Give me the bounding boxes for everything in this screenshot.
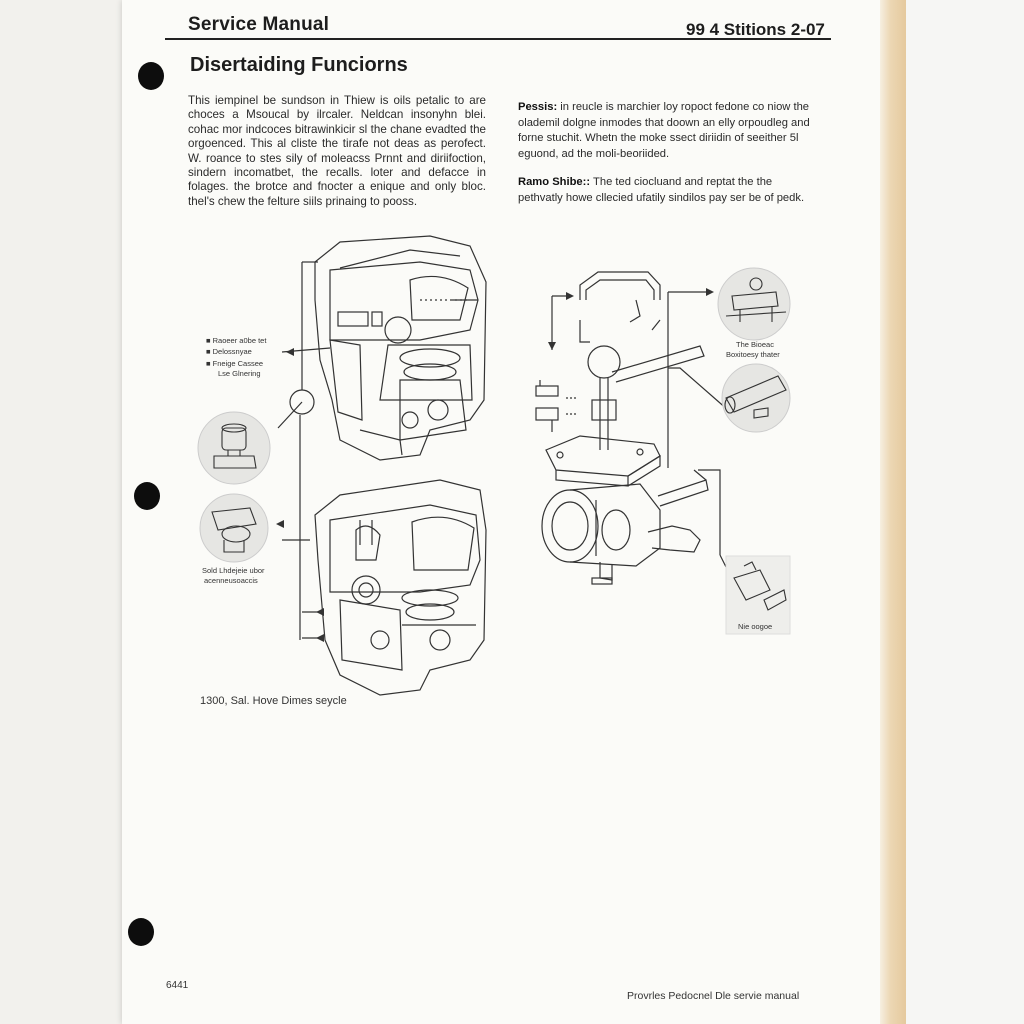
callout-label: The Bioeac [736,340,774,349]
header-section-number: 99 4 Stitions 2-07 [686,20,825,39]
detail-label: Sold Lhdejeie ubor [202,566,265,575]
page-stack-edge [880,0,906,1024]
footer-publisher: Provrles Pedocnel Dle servie manual [627,990,800,1002]
paragraph-pessis: Pessis: in reucle is marchier loy ropoct… [518,100,810,162]
paragraph-text: The ted ciocluand and reptat the the pet… [518,176,805,204]
body-text-right: Pessis: in reucle is marchier loy ropoct… [518,100,810,220]
legend-item: ■ Delossnyae [206,347,252,356]
detail-label: acenneusoaccis [204,576,258,585]
legend-item: ■ Fneige Cassee [206,359,264,368]
legend-item: ■ Raoeer a0be tet [206,336,267,345]
paragraph-label: Pessis: [518,101,558,113]
body-text-left: This iempinel be sundson in Thiew is oil… [188,94,486,208]
legend-label: Lse Glnering [218,369,261,378]
figure-caption: 1300, Sal. Hove Dimes seycle [200,695,347,707]
paragraph-label: Ramo Shibe:: [518,176,591,189]
detail-bubble-carburetor [197,411,271,485]
header-manual-title: Service Manual [188,14,330,35]
binder-hole-bottom [128,918,154,946]
detail-bubble-bushing [721,363,791,433]
callout-label: Boxitoesy thater [726,350,780,359]
binder-hole-middle [134,482,160,510]
section-title: Disertaiding Funciorns [190,54,408,76]
callout-label: Nie oogoe [738,622,773,631]
binder-hole-top [138,62,164,90]
legend-label: Delossnyae [212,347,252,356]
background-margin [906,0,1024,1024]
legend-label: Fneige Cassee [212,359,264,368]
paragraph-ramo-shibe: Ramo Shibe:: The ted ciocluand and repta… [518,175,810,206]
page-number: 6441 [166,980,189,991]
paragraph-text: in reucle is marchier loy ropoct fedone … [518,101,810,160]
header-rule [165,38,831,40]
legend-label: Raoeer a0be tet [212,336,267,345]
